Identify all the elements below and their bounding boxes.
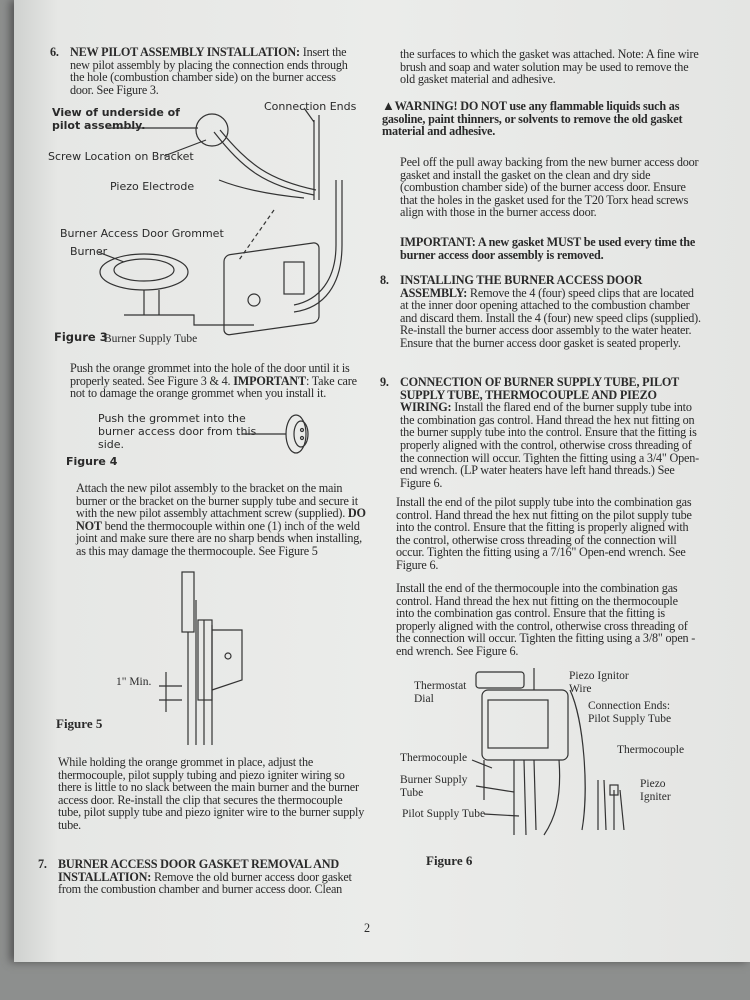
- figure-caption: Figure 6: [426, 853, 473, 868]
- figure-caption: Figure 4: [66, 455, 118, 468]
- paragraph-grommet: Push the orange grommet into the hole of…: [70, 362, 362, 400]
- paragraph-attach: Attach the new pilot assembly to the bra…: [76, 482, 368, 558]
- label-piezo-igniter: Piezo Igniter: [640, 778, 671, 803]
- label-grommet-note: Push the grommet into the burner access …: [98, 412, 257, 451]
- section-text: Remove the 4 (four) speed clips that are…: [400, 285, 701, 350]
- label-underside: View of underside of pilot assembly.: [52, 106, 180, 132]
- section-text: Install the flared end of the burner sup…: [400, 400, 699, 490]
- section-title: INSTALLING THE BURNER ACCESS DOOR ASSEMB…: [400, 273, 643, 300]
- do-not-text: DO NOT: [76, 506, 366, 533]
- important-text: IMPORTANT: [233, 373, 306, 388]
- section-number: 7.: [38, 857, 47, 871]
- important-note: IMPORTANT: A new gasket MUST be used eve…: [400, 235, 696, 262]
- text: : Take care not to damage the orange gro…: [70, 373, 357, 401]
- warning-label: WARNING! DO NOT: [394, 99, 507, 113]
- section-9: 9. CONNECTION OF BURNER SUPPLY TUBE, PIL…: [380, 376, 702, 489]
- section-text: Remove the old burner access door gasket…: [58, 869, 352, 897]
- gas-control-drawing: [471, 668, 625, 836]
- document-page: 6. NEW PILOT ASSEMBLY INSTALLATION: Inse…: [14, 0, 750, 962]
- section-number: 9.: [380, 375, 389, 389]
- section-7: 7. BURNER ACCESS DOOR GASKET REMOVAL AND…: [38, 858, 368, 896]
- label-1-inch-min: 1" Min.: [116, 676, 152, 688]
- label-piezo-ignitor-wire: Piezo Ignitor Wire: [569, 670, 629, 695]
- label-burner-supply-tube: Burner Supply Tube: [400, 774, 468, 799]
- label-thermocouple-left: Thermocouple: [400, 752, 468, 764]
- paragraph-hold: While holding the orange grommet in plac…: [58, 755, 365, 832]
- label-thermocouple-right: Thermocouple: [617, 744, 685, 756]
- section-6: 6. NEW PILOT ASSEMBLY INSTALLATION: Inse…: [50, 46, 362, 96]
- figure-3-drawing: [97, 107, 343, 336]
- section-title: CONNECTION OF BURNER SUPPLY TUBE, PILOT …: [400, 375, 679, 415]
- section-number: 8.: [380, 273, 389, 287]
- label-thermostat-dial: Thermostat Dial: [414, 680, 467, 705]
- label-connection-ends: Connection Ends: Pilot Supply Tube: [588, 700, 672, 725]
- label-pilot-supply-tube: Pilot Supply Tube: [402, 808, 486, 820]
- figure-5-drawing: [159, 571, 243, 745]
- paragraph-continued: the surfaces to which the gasket was att…: [400, 47, 699, 87]
- section-title: BURNER ACCESS DOOR GASKET REMOVAL AND IN…: [58, 857, 339, 884]
- label-grommet: Burner Access Door Grommet: [60, 227, 224, 240]
- grommet-drawing: [242, 414, 309, 454]
- section-8: 8. INSTALLING THE BURNER ACCESS DOOR ASS…: [380, 274, 702, 350]
- warning-triangle-icon: ▲: [382, 98, 395, 113]
- section-number: 6.: [50, 45, 59, 59]
- warning-block: ▲WARNING! DO NOT use any flammable liqui…: [382, 98, 700, 139]
- label-piezo-electrode: Piezo Electrode: [110, 180, 195, 193]
- section-text: Insert the new pilot assembly by placing…: [70, 45, 348, 97]
- label-connection-ends: Connection Ends: [264, 100, 357, 113]
- paragraph-peel: Peel off the pull away backing from the …: [400, 155, 699, 220]
- label-burner-supply-tube: Burner Supply Tube: [104, 333, 198, 345]
- label-screw-location: Screw Location on Bracket: [48, 150, 194, 163]
- warning-text: use any flammable liquids such as gasoli…: [382, 99, 683, 139]
- label-burner: Burner: [70, 245, 108, 258]
- figure-caption: Figure 3: [54, 330, 108, 344]
- text: Push the orange grommet into the hole of…: [70, 361, 350, 388]
- section-title: NEW PILOT ASSEMBLY INSTALLATION:: [70, 45, 300, 59]
- paragraph-thermocouple: Install the end of the thermocouple into…: [396, 581, 696, 658]
- text: Attach the new pilot assembly to the bra…: [76, 481, 358, 521]
- page-number: 2: [364, 921, 370, 935]
- paragraph-pilot-tube: Install the end of the pilot supply tube…: [396, 495, 692, 572]
- figure-caption: Figure 5: [56, 716, 103, 731]
- text: bend the thermocouple within one (1) inc…: [76, 518, 362, 558]
